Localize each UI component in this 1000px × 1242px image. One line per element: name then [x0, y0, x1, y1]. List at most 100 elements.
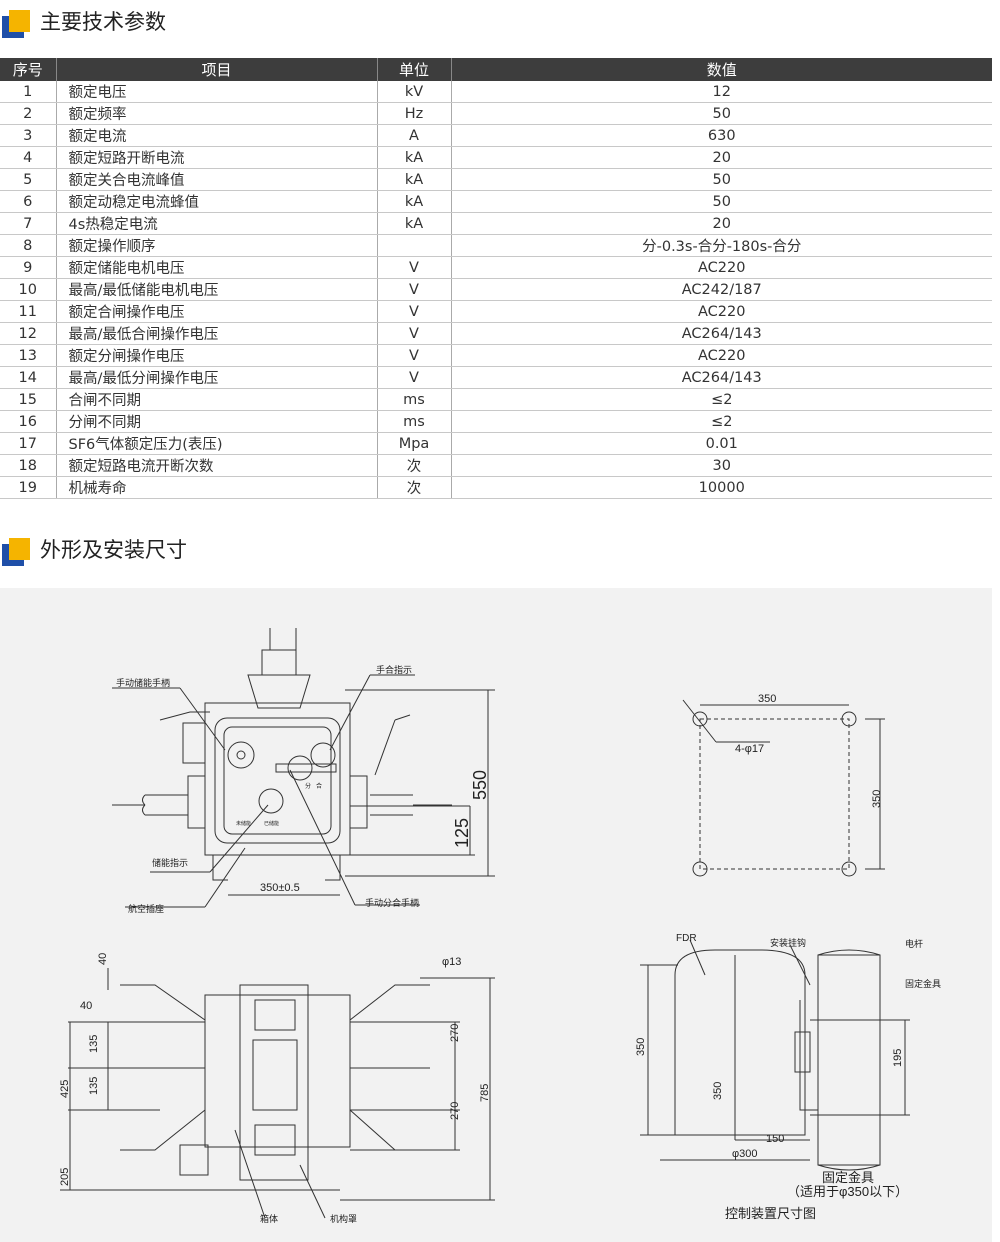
- cell-unit: kV: [377, 81, 452, 103]
- top-view-drawing: 40 40 φ13 270 270 135 135 425 205 785 箱体…: [59, 953, 495, 1225]
- svg-text:箱体: 箱体: [260, 1213, 278, 1225]
- cell-value: 20: [451, 212, 992, 235]
- cell-item: 额定短路开断电流: [56, 146, 378, 169]
- cell-value: 30: [451, 454, 992, 477]
- svg-text:分: 分: [305, 782, 311, 790]
- cell-value: 12: [451, 81, 992, 103]
- front-view-drawing: 手动储能手柄 手合指示 储能指示 航空插座 手动分合手柄 分 合 未储能 已储能…: [112, 628, 495, 915]
- cell-value: 20: [451, 146, 992, 169]
- cell-no: 3: [0, 124, 57, 147]
- svg-text:350: 350: [635, 1038, 647, 1056]
- svg-text:控制装置尺寸图: 控制装置尺寸图: [725, 1206, 816, 1221]
- svg-text:350: 350: [758, 693, 776, 705]
- svg-text:固定金具: 固定金具: [905, 978, 941, 990]
- svg-text:φ300: φ300: [732, 1148, 758, 1160]
- cell-unit: Mpa: [377, 432, 452, 455]
- cell-value: 10000: [451, 476, 992, 499]
- cell-item: 最高/最低分闸操作电压: [56, 366, 378, 389]
- cell-unit: V: [377, 322, 452, 345]
- section-title-dimensions: 外形及安装尺寸: [0, 534, 187, 566]
- svg-text:电杆: 电杆: [905, 938, 923, 950]
- cell-item: 额定关合电流峰值: [56, 168, 378, 191]
- svg-text:储能指示: 储能指示: [152, 857, 188, 869]
- svg-text:4-φ17: 4-φ17: [735, 743, 764, 755]
- cell-unit: 次: [377, 476, 452, 499]
- svg-text:安装挂钩: 安装挂钩: [770, 937, 806, 949]
- svg-text:手合指示: 手合指示: [376, 664, 412, 676]
- cell-item: 额定储能电机电压: [56, 256, 378, 279]
- svg-text:425: 425: [59, 1080, 71, 1098]
- svg-text:航空插座: 航空插座: [128, 903, 164, 915]
- cell-no: 16: [0, 410, 57, 433]
- svg-text:未储能: 未储能: [236, 820, 251, 827]
- cell-unit: V: [377, 366, 452, 389]
- svg-text:固定金具: 固定金具: [822, 1170, 874, 1185]
- cell-item: 额定短路电流开断次数: [56, 454, 378, 477]
- cell-no: 8: [0, 234, 57, 257]
- cell-value: ≤2: [451, 410, 992, 433]
- cell-no: 5: [0, 168, 57, 191]
- svg-text:270: 270: [449, 1024, 461, 1042]
- cell-value: 0.01: [451, 432, 992, 455]
- cell-no: 2: [0, 102, 57, 125]
- cell-item: 机械寿命: [56, 476, 378, 499]
- header-unit: 单位: [377, 58, 452, 81]
- cell-no: 17: [0, 432, 57, 455]
- cell-no: 18: [0, 454, 57, 477]
- cell-value: AC264/143: [451, 366, 992, 389]
- cell-value: 50: [451, 168, 992, 191]
- svg-text:手动储能手柄: 手动储能手柄: [116, 677, 170, 689]
- cell-item: 额定电流: [56, 124, 378, 147]
- dimension-drawings: 手动储能手柄 手合指示 储能指示 航空插座 手动分合手柄 分 合 未储能 已储能…: [0, 588, 992, 1242]
- cell-no: 14: [0, 366, 57, 389]
- svg-text:合: 合: [316, 782, 322, 790]
- cell-value: AC220: [451, 344, 992, 367]
- section-bullet-icon: [0, 534, 30, 566]
- cell-unit: V: [377, 278, 452, 301]
- svg-text:φ13: φ13: [442, 956, 461, 968]
- svg-text:195: 195: [892, 1049, 904, 1067]
- cell-item: 分闸不同期: [56, 410, 378, 433]
- table-header: 序号 项目 单位 数值: [0, 58, 992, 81]
- svg-text:205: 205: [59, 1168, 71, 1186]
- cell-unit: ms: [377, 388, 452, 411]
- cell-item: 4s热稳定电流: [56, 212, 378, 235]
- cell-value: ≤2: [451, 388, 992, 411]
- svg-text:135: 135: [88, 1077, 100, 1095]
- cell-unit: kA: [377, 168, 452, 191]
- cell-item: 额定频率: [56, 102, 378, 125]
- svg-text:手动分合手柄: 手动分合手柄: [365, 897, 419, 909]
- cell-no: 6: [0, 190, 57, 213]
- svg-text:350: 350: [712, 1082, 724, 1100]
- cell-unit: kA: [377, 212, 452, 235]
- svg-text:135: 135: [88, 1035, 100, 1053]
- svg-text:150: 150: [766, 1133, 784, 1145]
- cell-item: SF6气体额定压力(表压): [56, 432, 378, 455]
- svg-text:FDR: FDR: [676, 933, 697, 944]
- mounting-hole-drawing: 350 350 4-φ17: [682, 693, 885, 877]
- header-no: 序号: [0, 58, 57, 81]
- cell-unit: [377, 234, 452, 257]
- cell-item: 额定合闸操作电压: [56, 300, 378, 323]
- cell-no: 4: [0, 146, 57, 169]
- cell-no: 1: [0, 81, 57, 103]
- cell-unit: kA: [377, 146, 452, 169]
- cell-no: 12: [0, 322, 57, 345]
- cell-value: 50: [451, 190, 992, 213]
